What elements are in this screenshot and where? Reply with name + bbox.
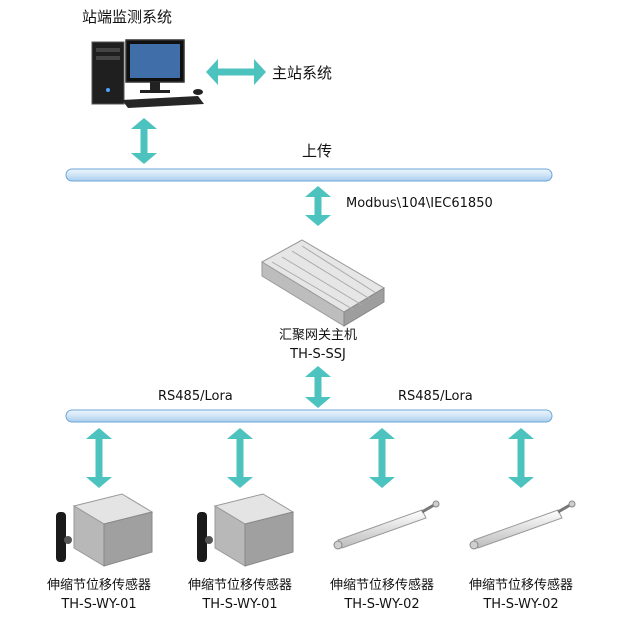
- antenna-icon: [56, 512, 66, 562]
- protocol-label: Modbus\104\IEC61850: [346, 196, 493, 211]
- station-monitoring-title: 站端监测系统: [82, 8, 173, 26]
- sensor-model: TH-S-WY-01: [61, 597, 137, 612]
- sensor-link-arrow: [369, 428, 395, 488]
- bus-gateway-arrow: [305, 186, 331, 226]
- antenna-icon: [197, 512, 207, 562]
- sensor-link-arrow: [508, 428, 534, 488]
- field-bus: [65, 409, 553, 423]
- displacement-sensor-box-icon: [197, 493, 295, 567]
- sensor-name: 伸缩节位移传感器: [329, 578, 435, 593]
- gateway-name: 汇聚网关主机: [278, 328, 358, 343]
- sensor-name: 伸缩节位移传感器: [468, 578, 574, 593]
- computer-icon: [91, 39, 204, 108]
- master-system-label: 主站系统: [272, 64, 333, 82]
- sensor-model: TH-S-WY-02: [483, 597, 559, 612]
- displacement-sensor-rod-icon: [469, 500, 576, 550]
- upload-bus: [65, 168, 553, 182]
- bus-bottom-label-right: RS485/Lora: [398, 389, 473, 404]
- displacement-sensor-box-icon: [56, 493, 154, 567]
- bus-bottom-label-left: RS485/Lora: [158, 389, 233, 404]
- gateway-fieldbus-arrow: [305, 366, 331, 408]
- sensor-name: 伸缩节位移传感器: [46, 578, 152, 593]
- computer-bus-arrow: [131, 118, 157, 164]
- sensor-model: TH-S-WY-02: [344, 597, 420, 612]
- computer-master-arrow: [206, 59, 266, 85]
- bus-top-label: 上传: [302, 142, 333, 160]
- sensor-model: TH-S-WY-01: [202, 597, 278, 612]
- sensor-name: 伸缩节位移传感器: [187, 578, 293, 593]
- gateway-model: TH-S-SSJ: [290, 347, 346, 362]
- sensor-link-arrow: [227, 428, 253, 488]
- gateway-device-icon: [261, 239, 385, 327]
- displacement-sensor-rod-icon: [333, 500, 440, 550]
- sensor-link-arrow: [86, 428, 112, 488]
